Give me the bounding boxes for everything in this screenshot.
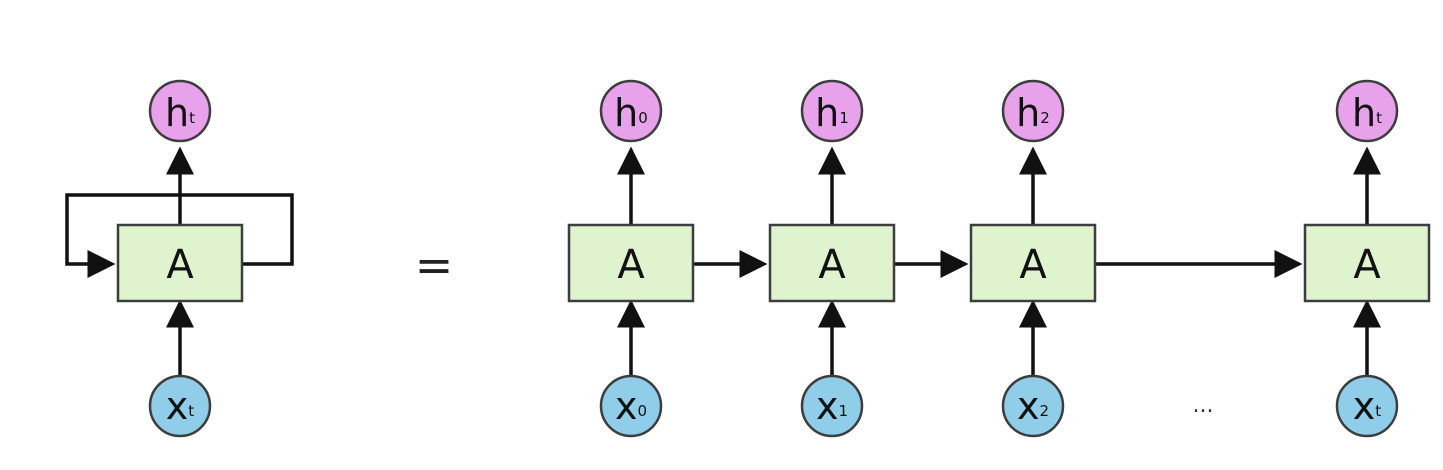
svg-text:x1: x1 — [816, 384, 848, 428]
input-symbol: x — [166, 384, 189, 428]
step-2-cell-label: A — [1019, 242, 1047, 288]
svg-text:xt: xt — [1353, 384, 1382, 428]
step-3-cell-label: A — [1353, 242, 1381, 288]
svg-text:x2: x2 — [1017, 384, 1049, 428]
input-subscript: 1 — [838, 402, 848, 420]
input-subscript: t — [188, 402, 194, 420]
rolled-cell-label: A — [166, 242, 194, 288]
hidden-symbol: h — [1016, 91, 1040, 135]
step-1-hidden-node: h1 — [800, 79, 864, 143]
rolled-input-node: xt — [148, 374, 212, 438]
svg-text:h1: h1 — [815, 91, 849, 135]
ellipsis: ... — [1193, 393, 1214, 418]
step-0-hidden-node: h0 — [599, 79, 663, 143]
step-3-cell-box — [1303, 223, 1431, 303]
svg-text:x0: x0 — [615, 384, 647, 428]
hidden-symbol: h — [165, 91, 189, 135]
hidden-subscript: 2 — [1040, 109, 1050, 127]
hidden-subscript: 1 — [839, 109, 849, 127]
step-2-input-node: x2 — [1001, 374, 1065, 438]
equals-sign: = — [415, 238, 454, 292]
step-0-cell-label: A — [617, 242, 645, 288]
step-1-cell-label: A — [818, 242, 846, 288]
recurrent-loop-arrow — [65, 193, 294, 278]
svg-text:h2: h2 — [1016, 91, 1050, 135]
input-subscript: 0 — [637, 402, 647, 420]
step-0-input-node: x0 — [599, 374, 663, 438]
svg-text:xt: xt — [166, 384, 195, 428]
svg-text:ht: ht — [165, 91, 195, 135]
hidden-subscript: t — [189, 109, 195, 127]
step-1-cell-box — [768, 223, 896, 303]
hidden-symbol: h — [614, 91, 638, 135]
step-2-hidden-node: h2 — [1001, 79, 1065, 143]
step-0-cell-box — [567, 223, 695, 303]
input-symbol: x — [1017, 384, 1040, 428]
input-symbol: x — [816, 384, 839, 428]
hidden-symbol: h — [815, 91, 839, 135]
step-3-input-node: xt — [1335, 374, 1399, 438]
svg-text:h0: h0 — [614, 91, 648, 135]
input-subscript: t — [1375, 402, 1381, 420]
input-symbol: x — [1353, 384, 1376, 428]
input-subscript: 2 — [1039, 402, 1049, 420]
hidden-symbol: h — [1352, 91, 1376, 135]
hidden-subscript: t — [1376, 109, 1382, 127]
svg-text:ht: ht — [1352, 91, 1382, 135]
hidden-subscript: 0 — [638, 109, 648, 127]
input-symbol: x — [615, 384, 638, 428]
step-1-input-node: x1 — [800, 374, 864, 438]
rolled-rnn: A ht xt — [65, 79, 294, 438]
rolled-hidden-node: ht — [148, 79, 212, 143]
step-2-cell-box — [969, 223, 1097, 303]
step-3-hidden-node: ht — [1335, 79, 1399, 143]
rolled-cell-box — [116, 223, 244, 303]
